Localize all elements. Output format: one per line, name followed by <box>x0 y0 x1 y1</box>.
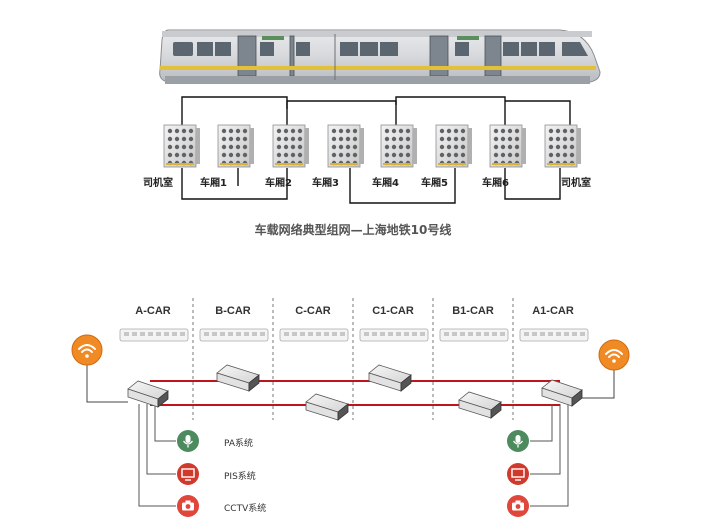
car-header-a1: A1-CAR <box>532 305 574 317</box>
ethernet-switch <box>163 124 200 168</box>
ethernet-switch <box>217 124 254 168</box>
switch-label-car2: 车厢2 <box>265 178 292 189</box>
system-label-pa: PA系统 <box>224 439 254 449</box>
switch-label-cab-right: 司机室 <box>561 178 591 189</box>
top-network-links <box>181 96 571 204</box>
car-header-b: B-CAR <box>215 305 251 317</box>
subsystem-links <box>138 404 569 507</box>
network-switch-box <box>216 364 260 392</box>
system-label-pis: PIS系统 <box>224 472 256 482</box>
switch-label-car3: 车厢3 <box>312 178 339 189</box>
system-label-cctv: CCTV系统 <box>224 504 267 514</box>
car-header-c1: C1-CAR <box>372 305 414 317</box>
network-switch-box <box>458 391 502 419</box>
switch-label-car6: 车厢6 <box>482 178 509 189</box>
ethernet-switch <box>380 124 417 168</box>
mini-car-outline <box>439 328 509 342</box>
network-switch-box <box>368 364 412 392</box>
network-switch-box <box>305 393 349 421</box>
bottom-switch-group <box>127 364 583 421</box>
car-dividers <box>192 298 514 420</box>
metro-train <box>159 29 601 84</box>
ethernet-switch <box>544 124 581 168</box>
mini-car-outline <box>279 328 349 342</box>
mini-car-outline <box>359 328 429 342</box>
switch-label-car1: 车厢1 <box>200 178 227 189</box>
switch-label-car5: 车厢5 <box>421 178 448 189</box>
mini-car-outline <box>119 328 189 342</box>
network-switch-box <box>541 379 583 407</box>
monitor-icon <box>177 463 199 485</box>
top-switch-row <box>163 124 581 168</box>
wifi-icon <box>598 339 630 371</box>
ethernet-switch <box>272 124 309 168</box>
car-header-a: A-CAR <box>135 305 171 317</box>
figure-caption: 车载网络典型组网—上海地铁10号线 <box>254 223 452 237</box>
car-header-b1: B1-CAR <box>452 305 494 317</box>
ethernet-switch <box>489 124 526 168</box>
switch-label-cab-left: 司机室 <box>143 178 173 189</box>
switch-label-car4: 车厢4 <box>372 178 399 189</box>
wifi-links <box>86 365 615 403</box>
mini-car-row <box>119 328 589 342</box>
ethernet-switch <box>435 124 472 168</box>
mini-car-outline <box>199 328 269 342</box>
wifi-icon <box>71 334 103 366</box>
ethernet-switch <box>327 124 364 168</box>
camera-icon <box>507 495 529 517</box>
mini-car-outline <box>519 328 589 342</box>
monitor-icon <box>507 463 529 485</box>
microphone-icon <box>507 430 529 452</box>
camera-icon <box>177 495 199 517</box>
network-switch-box <box>127 380 169 408</box>
car-header-c: C-CAR <box>295 305 331 317</box>
microphone-icon <box>177 430 199 452</box>
